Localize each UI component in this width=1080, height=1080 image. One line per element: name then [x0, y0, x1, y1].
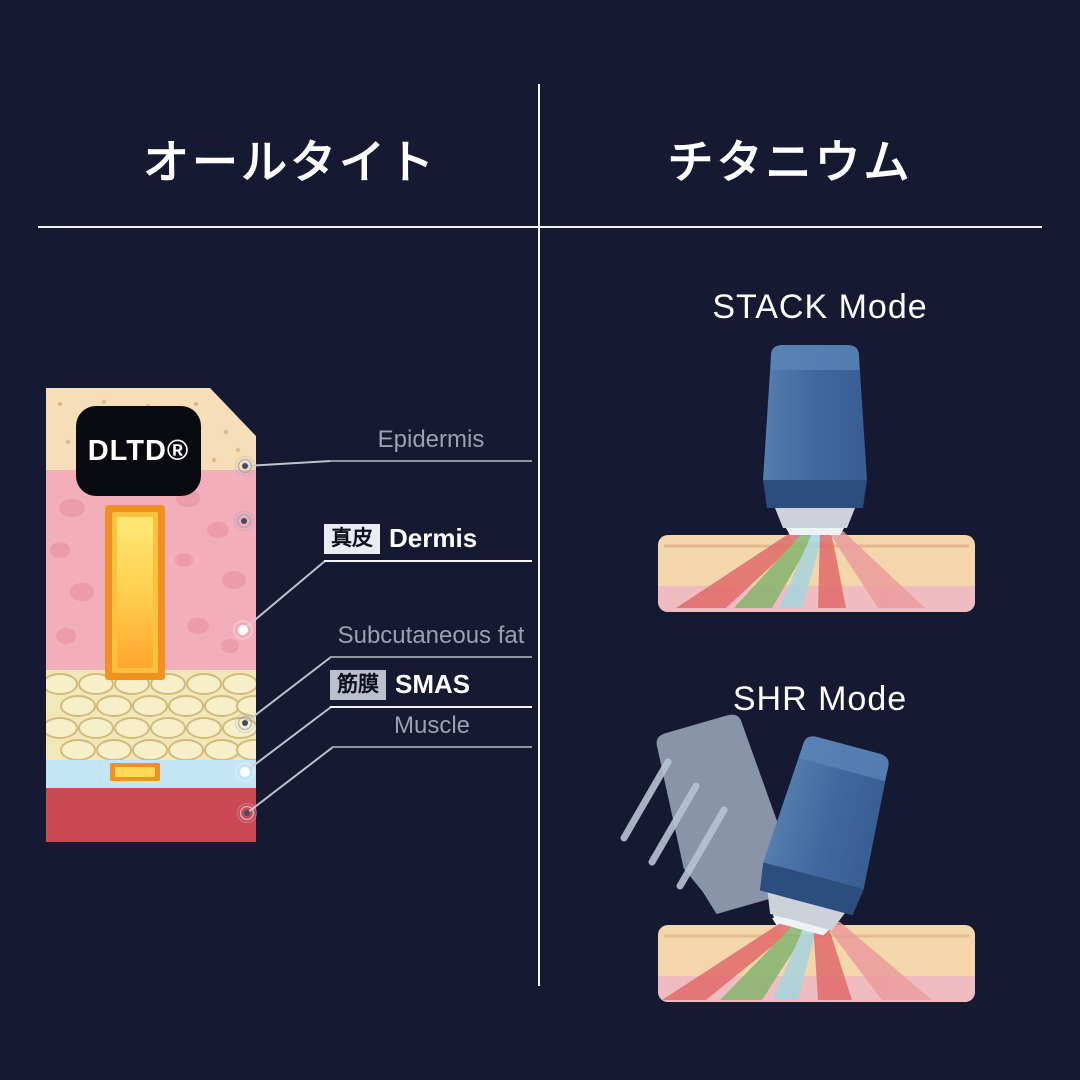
dltd-badge-box — [76, 406, 201, 496]
vertical-divider — [538, 84, 540, 986]
label-smas: 筋膜 SMAS — [330, 664, 532, 708]
label-dermis: 真皮 Dermis — [324, 518, 532, 562]
smas-jp-badge: 筋膜 — [330, 669, 386, 700]
marker-dot-ripple — [234, 511, 254, 531]
right-column-title: チタニウム — [667, 136, 913, 188]
horizontal-divider — [38, 226, 1042, 228]
stack-beams — [676, 531, 925, 608]
left-column-title: オールタイト — [143, 136, 437, 188]
layer-marker-dots — [233, 456, 257, 823]
smas-label-text: SMAS — [395, 669, 471, 699]
skin-cross-section-diagram — [46, 388, 256, 842]
smas-energy-bar — [110, 763, 160, 781]
treatment-energy-column — [105, 505, 165, 680]
dermis-label-text: Dermis — [389, 523, 478, 553]
leader-lines — [242, 460, 334, 814]
label-epidermis: Epidermis — [330, 420, 532, 462]
shr-mode-title: SHR Mode — [732, 680, 908, 718]
label-subcutaneous-fat: Subcutaneous fat — [330, 616, 532, 658]
muscle-layer — [46, 788, 256, 842]
shr-mode-illustration — [620, 709, 975, 1002]
marker-dot-muscle — [237, 803, 257, 823]
marker-dot-smas — [235, 762, 255, 782]
marker-dot-epidermis — [235, 456, 255, 476]
stack-mode-illustration — [658, 345, 975, 612]
fat-honeycomb — [46, 673, 256, 761]
stack-handpiece — [763, 345, 867, 535]
muscle-label-text: Muscle — [393, 712, 471, 739]
epidermis-label-text: Epidermis — [377, 426, 485, 453]
label-muscle: Muscle — [332, 706, 532, 748]
subcutaneous-fat-label-text: Subcutaneous fat — [337, 622, 525, 649]
stack-mode-title: STACK Mode — [712, 288, 928, 326]
dermis-blobs — [50, 489, 246, 653]
shr-beams — [662, 922, 932, 1000]
dltd-device-badge: DLTD® — [87, 434, 190, 467]
marker-dot-fat — [235, 713, 255, 733]
dermis-jp-badge: 真皮 — [324, 523, 380, 554]
marker-dot-dermis — [233, 620, 253, 640]
